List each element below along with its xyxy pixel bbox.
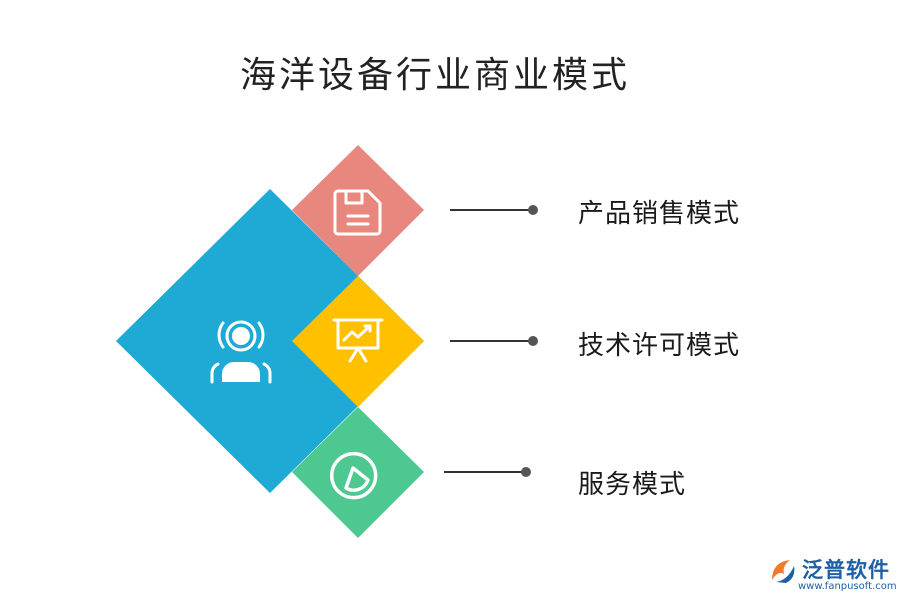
connector-line-2	[450, 340, 532, 342]
page-title: 海洋设备行业商业模式	[239, 55, 630, 96]
connector-line-1	[450, 209, 532, 211]
tech-license-diamond	[292, 276, 424, 407]
save-document-icon	[333, 189, 382, 236]
label-service: 服务模式	[578, 470, 687, 500]
connector-line-3	[444, 471, 526, 473]
connector-dot-2	[528, 336, 538, 346]
brand-logo-text: 泛普软件	[802, 558, 890, 582]
pie-chart-icon	[329, 451, 378, 500]
user-icon	[210, 320, 272, 384]
presentation-chart-icon	[332, 318, 384, 363]
brand-logo-url: www.fanpusoft.com	[798, 581, 897, 592]
connector-dot-3	[521, 467, 531, 477]
connector-dot-1	[528, 205, 538, 215]
label-tech-license: 技术许可模式	[578, 331, 741, 361]
brand-logo: 泛普软件 www.fanpusoft.com	[768, 552, 897, 596]
brand-logo-icon	[772, 560, 795, 583]
product-sales-diamond	[292, 145, 424, 276]
label-product-sales: 产品销售模式	[578, 199, 741, 229]
